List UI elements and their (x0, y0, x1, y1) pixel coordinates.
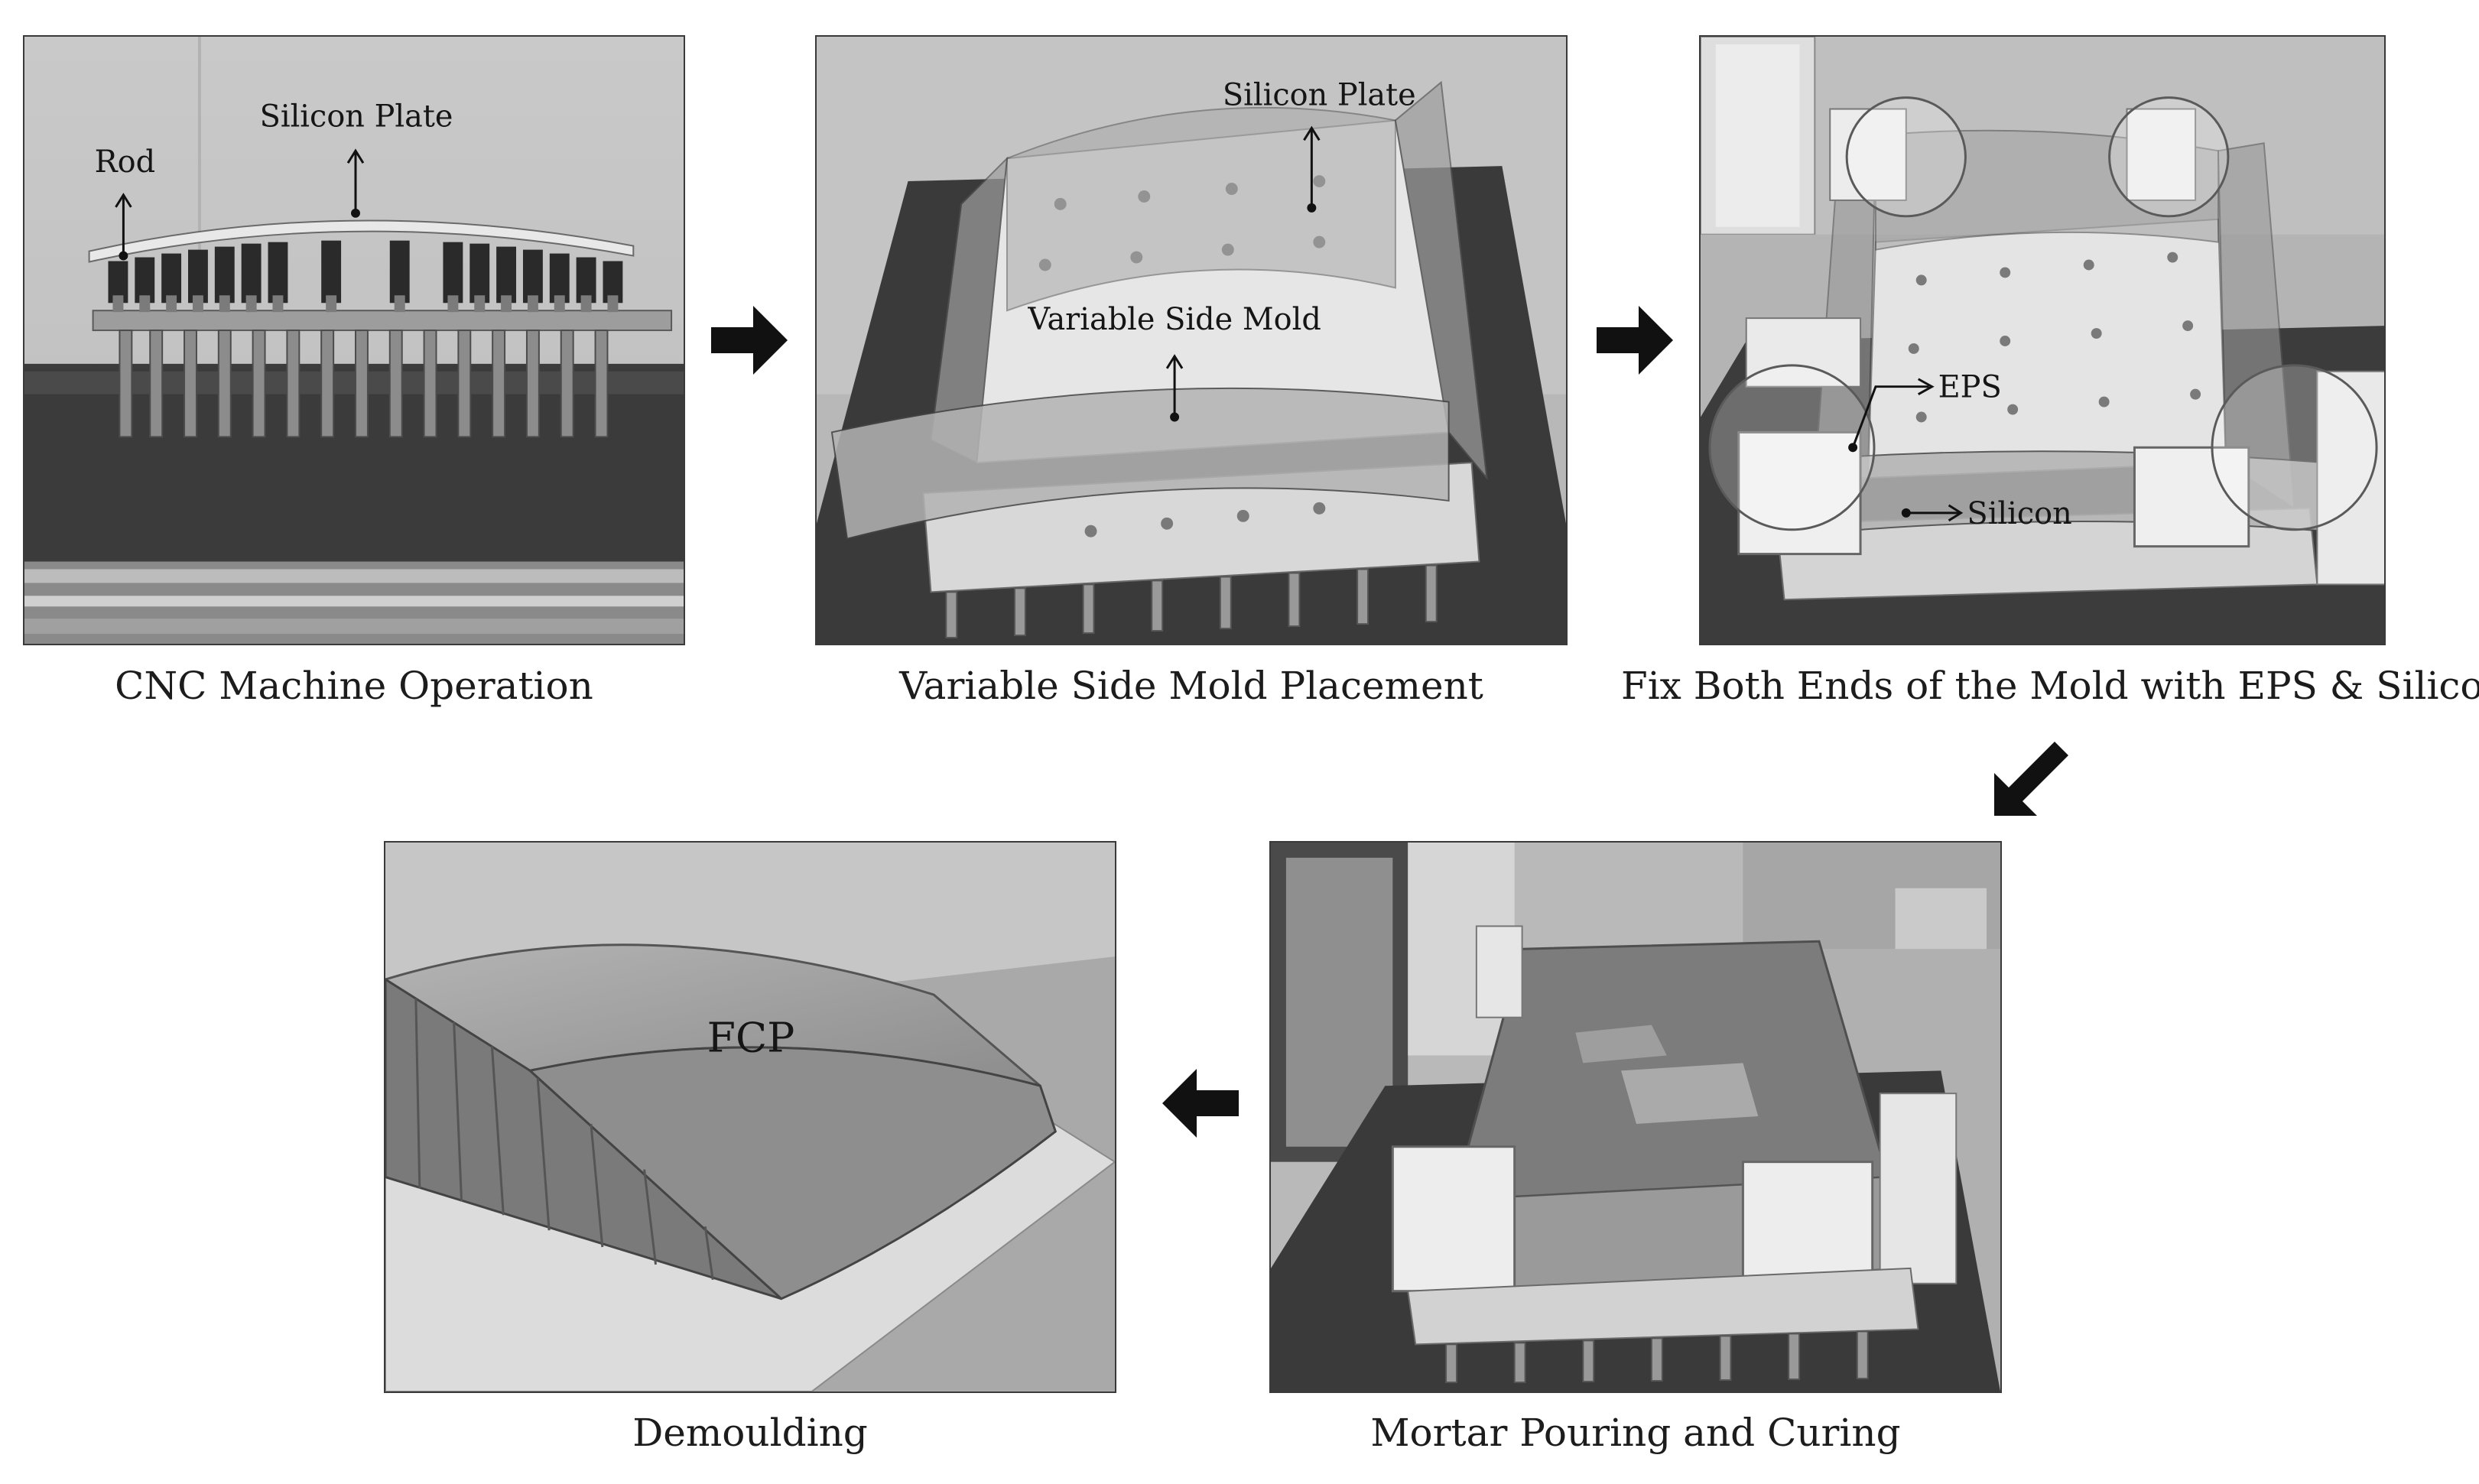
label-rod: Rod (95, 145, 155, 180)
photo-mortar-pouring (1269, 841, 2002, 1393)
flow-arrow-right-icon (1597, 306, 1673, 375)
flow-arrow-right-icon (711, 306, 788, 375)
label-silicon-plate-2: Silicon Plate (1223, 78, 1416, 113)
label-silicon: Silicon (1967, 496, 2071, 531)
photo-fix-mold-ends: EPS Silicon (1699, 35, 2386, 645)
flow-arrow-down-left-icon (1994, 742, 2068, 816)
flow-arrow-left-icon (1162, 1069, 1239, 1138)
caption-fix-both-ends: Fix Both Ends of the Mold with EPS & Sil… (1621, 664, 2479, 708)
label-silicon-plate: Silicon Plate (260, 99, 453, 134)
caption-mortar-pouring-and-curing: Mortar Pouring and Curing (1370, 1411, 1901, 1455)
label-eps: EPS (1938, 370, 2002, 405)
caption-demoulding: Demoulding (632, 1411, 868, 1455)
caption-variable-side-mold-placement: Variable Side Mold Placement (899, 664, 1483, 708)
photo-variable-side-mold: Silicon Plate Variable Side Mold (815, 35, 1568, 645)
label-fcp: FCP (707, 1014, 795, 1062)
photo-demoulding: FCP (384, 841, 1116, 1393)
label-variable-side-mold: Variable Side Mold (1027, 302, 1321, 337)
caption-cnc-machine-operation: CNC Machine Operation (115, 664, 593, 708)
photo-cnc-machine: Rod Silicon Plate (23, 35, 685, 645)
